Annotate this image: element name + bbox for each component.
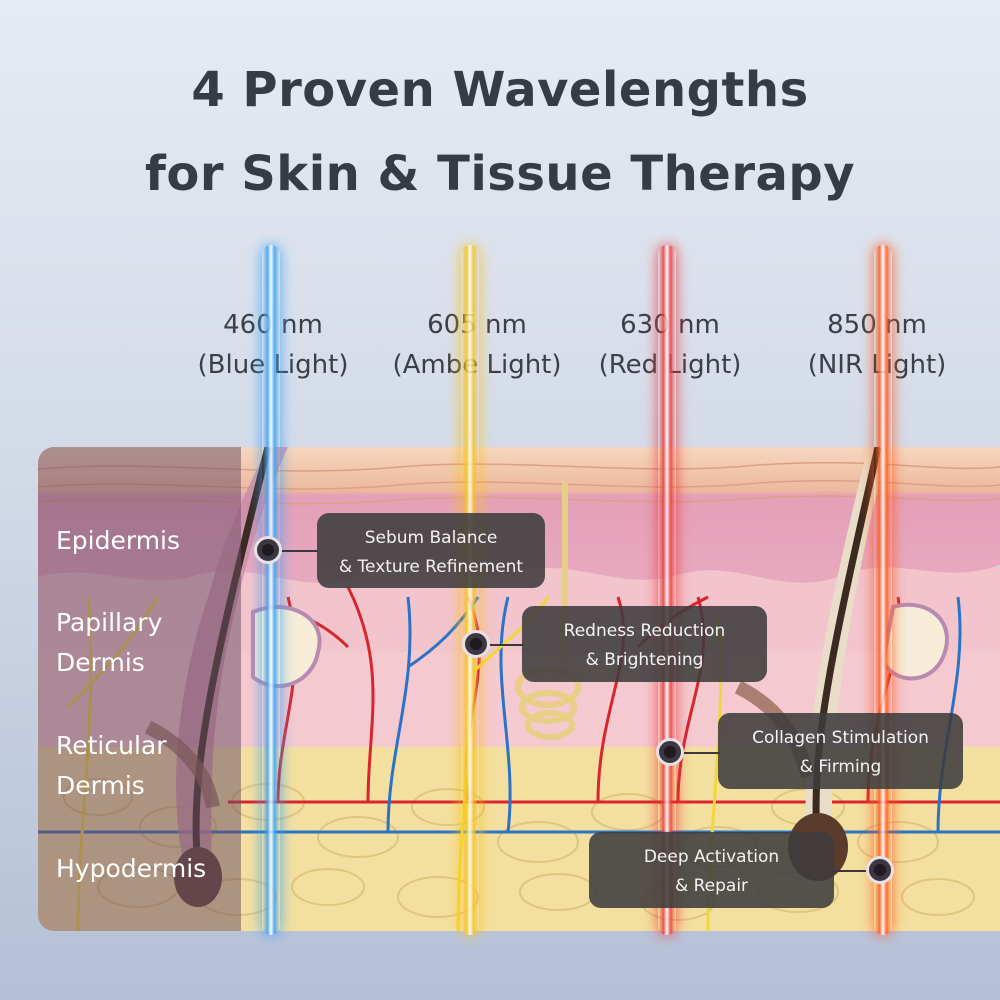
effect-tag-deep-activation: Deep Activation & Repair <box>589 832 834 908</box>
target-marker-icon <box>254 536 282 564</box>
beam-460nm <box>262 245 280 935</box>
title-line-2: for Skin & Tissue Therapy <box>144 146 856 202</box>
effect-text: & Brightening <box>585 650 704 670</box>
target-marker-icon <box>866 856 894 884</box>
connector-line <box>476 644 524 646</box>
effect-text: Sebum Balance <box>364 528 498 548</box>
beam-605nm <box>461 245 479 935</box>
effect-text: Collagen Stimulation <box>752 728 929 748</box>
effect-tag-collagen: Collagen Stimulation & Firming <box>718 713 963 789</box>
layer-label-reticular-dermis: Reticular Dermis <box>56 726 167 806</box>
effect-tag-redness: Redness Reduction & Brightening <box>522 606 767 682</box>
effect-text: Redness Reduction <box>563 621 726 641</box>
layer-label-hypodermis: Hypodermis <box>56 849 206 889</box>
layer-label-text: Epidermis <box>56 526 181 555</box>
title-line-1: 4 Proven Wavelengths <box>191 62 809 118</box>
beam-850nm <box>874 245 892 935</box>
effect-text: & Texture Refinement <box>338 557 524 577</box>
connector-line <box>670 752 720 754</box>
layer-label-papillary-dermis: Papillary Dermis <box>56 603 162 683</box>
layer-label-text: Reticular <box>56 731 167 760</box>
layer-label-overlay <box>38 447 241 931</box>
layer-label-text: Dermis <box>56 648 145 677</box>
layer-label-epidermis: Epidermis <box>56 521 180 561</box>
layer-label-text: Dermis <box>56 771 145 800</box>
connector-line <box>832 870 882 872</box>
layer-label-text: Hypodermis <box>56 854 207 883</box>
effect-text: & Firming <box>799 757 882 777</box>
connector-line <box>268 550 318 552</box>
target-marker-icon <box>462 630 490 658</box>
layer-label-text: Papillary <box>56 608 163 637</box>
effect-text: & Repair <box>674 876 749 896</box>
effect-tag-sebum: Sebum Balance & Texture Refinement <box>317 513 545 588</box>
target-marker-icon <box>656 738 684 766</box>
effect-text: Deep Activation <box>643 847 780 867</box>
